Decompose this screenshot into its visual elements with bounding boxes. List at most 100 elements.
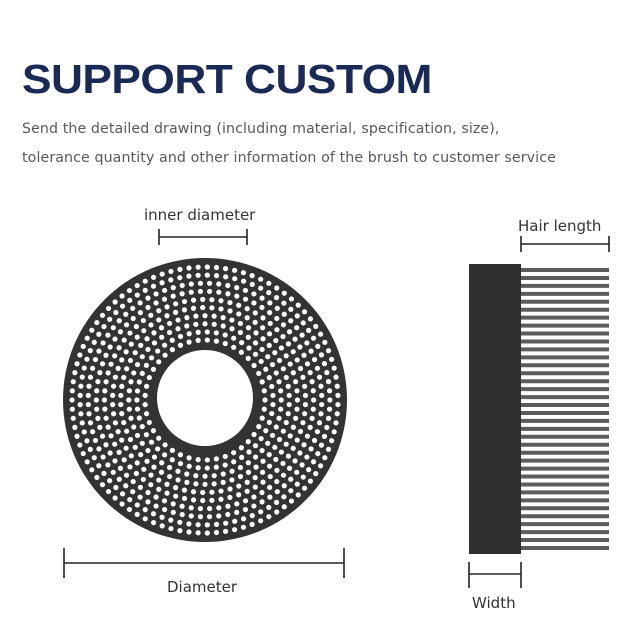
bristle-hole	[116, 476, 122, 482]
bristle-hole	[148, 439, 155, 445]
bristle-hole	[266, 514, 272, 520]
bristle-hole	[137, 300, 143, 306]
bristle-hole	[132, 444, 138, 450]
bristle-hole	[87, 446, 93, 452]
bristle-hole	[91, 339, 97, 345]
bristle-hole	[295, 492, 301, 498]
bristle-hole	[126, 287, 133, 294]
bristle-hole	[236, 492, 242, 498]
bristle-hole	[90, 429, 96, 435]
bristle-hole	[103, 352, 109, 358]
bristle-hole	[86, 411, 92, 417]
hair-length-dimension	[520, 236, 610, 252]
bristle-hole	[267, 494, 273, 500]
bristle-hole	[195, 530, 201, 536]
bristle-hole	[267, 484, 273, 490]
bristle-hole	[139, 354, 145, 360]
bristle-hole	[150, 428, 157, 434]
bristle-hole	[184, 315, 190, 321]
bristle-hole	[127, 436, 134, 443]
bristle-hole	[310, 459, 317, 465]
bristle-hole	[281, 494, 287, 500]
bristle-hole	[195, 465, 201, 471]
bristle-hole	[84, 335, 90, 341]
bristle-hole	[313, 323, 319, 329]
bristle-hole	[308, 348, 314, 354]
bristle-hole	[92, 437, 99, 444]
bristle-hole	[195, 272, 201, 278]
bristle-hole	[227, 299, 233, 306]
bristle-hole	[213, 338, 220, 344]
bristle-hole	[96, 446, 102, 452]
bristle-hole	[202, 313, 208, 319]
bristle-hole	[99, 433, 106, 439]
bristle-hole	[150, 366, 157, 372]
bristle-hole	[193, 321, 199, 327]
bristle-hole	[267, 320, 273, 327]
bristle-hole	[285, 453, 292, 459]
bristle-hole	[213, 273, 220, 279]
bristle-hole	[283, 441, 289, 447]
bristle-hole	[294, 406, 300, 412]
bristle-hole	[229, 326, 235, 332]
bristle-hole	[96, 331, 102, 337]
bristle-hole	[211, 313, 217, 319]
bristle-hole	[164, 481, 170, 487]
bristle-hole	[126, 406, 132, 412]
bristle-hole	[237, 320, 244, 327]
bristle-hole	[84, 356, 90, 362]
bristle-hole	[294, 325, 300, 331]
bristle-hole	[131, 424, 137, 430]
bristle-hole	[288, 306, 294, 312]
bristle-hole	[280, 428, 286, 434]
bristle-hole	[100, 340, 106, 346]
bristle-hole	[153, 503, 159, 509]
bristle-hole	[325, 379, 332, 385]
bristle-hole	[121, 457, 127, 463]
bristle-hole	[220, 479, 226, 485]
bristle-hole	[123, 322, 130, 328]
bristle-hole	[121, 337, 127, 343]
bristle-hole	[288, 498, 295, 504]
bristle-hole	[79, 374, 85, 380]
bristle-hole	[260, 315, 266, 321]
bristle-hole	[334, 411, 340, 417]
bristle-hole	[259, 304, 265, 311]
bristle-hole	[72, 370, 78, 376]
bristle-hole	[175, 326, 181, 332]
bristle-hole	[307, 478, 313, 484]
bristle-hole	[162, 442, 168, 448]
bristle-hole	[177, 275, 183, 281]
bristle-hole	[108, 433, 114, 439]
bristle-hole	[179, 291, 185, 297]
bristle-hole	[252, 484, 258, 490]
bristle-hole	[170, 509, 176, 515]
bristle-hole	[95, 415, 101, 421]
bristle-hole	[244, 306, 250, 312]
bristle-hole	[70, 415, 76, 421]
bristle-hole	[213, 330, 219, 336]
bristle-hole	[177, 266, 183, 272]
bristle-hole	[261, 388, 267, 394]
bristle-hole	[290, 445, 296, 451]
bristle-hole	[105, 332, 111, 338]
bristle-hole	[116, 318, 122, 324]
bristle-hole	[177, 333, 184, 340]
bristle-hole	[105, 370, 111, 376]
bristle-hole	[310, 335, 317, 341]
bristle-hole	[115, 429, 121, 435]
bristle-hole	[211, 321, 217, 327]
bristle-hole	[112, 458, 118, 464]
bristle-hole	[244, 315, 250, 321]
bristle-hole	[209, 497, 215, 503]
bristles	[521, 268, 609, 550]
bristle-hole	[127, 357, 134, 364]
bristle-hole	[327, 397, 333, 403]
bristle-hole	[101, 323, 107, 330]
bristle-hole	[319, 392, 325, 399]
bristle-hole	[237, 464, 244, 471]
bristle-hole	[317, 463, 324, 469]
bristle-hole	[331, 429, 337, 435]
bristle-hole	[294, 313, 300, 319]
bristle-hole	[245, 355, 251, 361]
